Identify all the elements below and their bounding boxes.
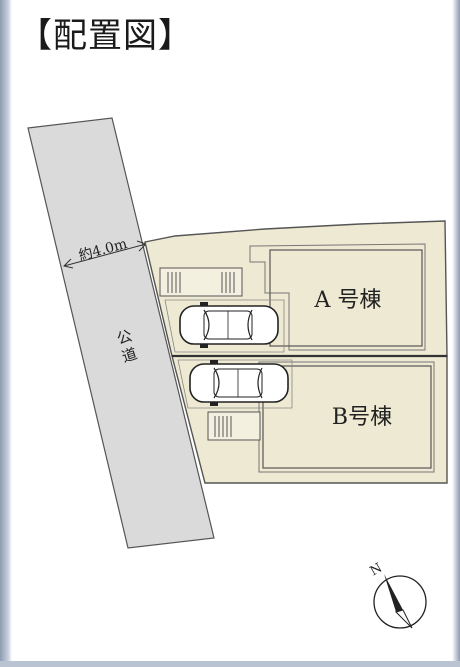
building-a-label: A 号棟 [314, 288, 382, 313]
parking-space-a [164, 299, 285, 353]
car-icon [179, 302, 279, 348]
road-name-char-2: 道 [120, 344, 140, 366]
compass: N [368, 561, 427, 629]
compass-needle-icon [384, 574, 403, 612]
bottom-frame-border [0, 661, 460, 667]
entry-steps-a [159, 267, 243, 297]
entry-steps-b [207, 411, 261, 441]
road-name-char-1: 公 [115, 326, 135, 348]
building-b-label: B号棟 [332, 405, 392, 430]
car-icon [189, 360, 289, 406]
public-road [27, 117, 215, 549]
left-frame-border [0, 0, 12, 667]
right-frame-border [452, 0, 460, 667]
parking-space-b [177, 359, 293, 409]
compass-north-label: N [368, 561, 385, 580]
building-a: A 号棟 [249, 243, 426, 351]
page-title: 【配置図】 [18, 16, 193, 56]
